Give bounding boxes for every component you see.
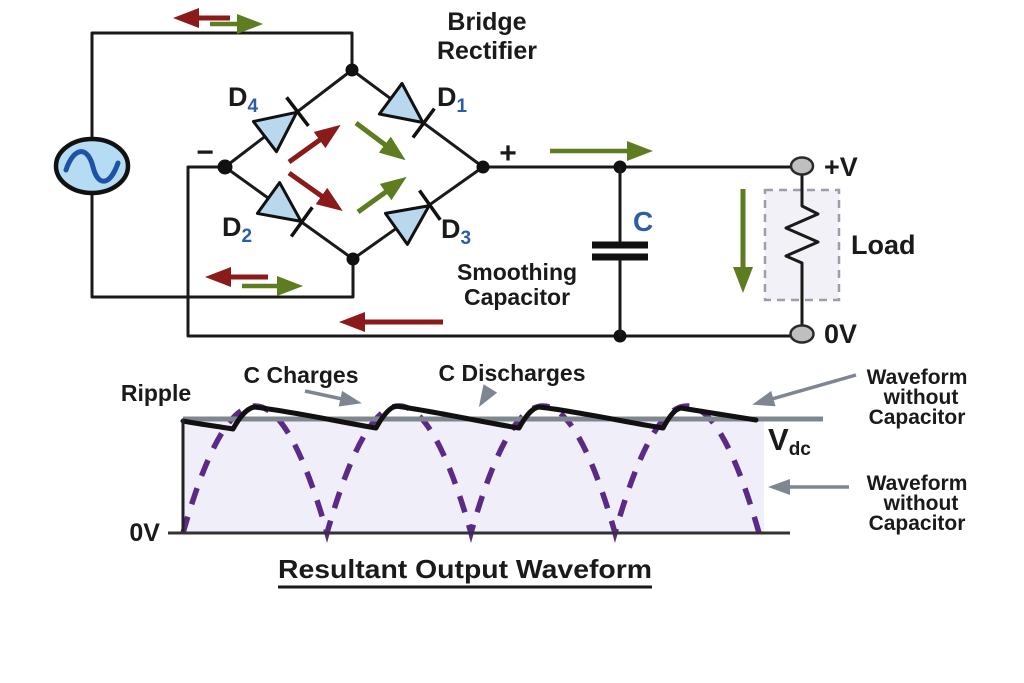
- smoothing-capacitor: [592, 167, 648, 336]
- diode-d3: [383, 189, 442, 246]
- label-capacitor-c: C: [633, 206, 653, 237]
- smoothed-output-curve: [180, 403, 759, 432]
- junction-nodes: [217, 63, 627, 343]
- wires: [90, 31, 791, 338]
- annotation-bottom-line2: without: [883, 492, 959, 515]
- circuit-section: Bridge Rectifier D4 D1 D2 D3 − + C Smoot…: [53, 8, 916, 349]
- top-rail-wire: [90, 31, 354, 140]
- annotation-arrows: [304, 373, 857, 495]
- label-d4: D4: [228, 82, 259, 117]
- label-ripple: Ripple: [121, 380, 191, 406]
- label-minus: −: [196, 136, 214, 169]
- annotation-top-line1: Waveform: [867, 366, 968, 389]
- minus-return-wire: [186, 165, 791, 338]
- annotation-bottom-line3: Capacitor: [869, 512, 966, 535]
- label-waveform-zero-v: 0V: [129, 519, 160, 547]
- annotation-top-line2: without: [883, 386, 959, 409]
- c-discharges-arrow-icon: [478, 384, 498, 408]
- current-arrow-green-diamond-up-icon: [356, 176, 407, 215]
- node-top: [345, 63, 359, 77]
- diode-d2: [255, 181, 314, 238]
- diode-d1: [377, 81, 436, 139]
- waveform-caption: Resultant Output Waveform: [278, 554, 652, 584]
- capacitor-caption-line1: Smoothing: [457, 259, 577, 285]
- current-arrow-red-diamond-down-icon: [287, 170, 343, 212]
- annotation-top-label: Waveform without Capacitor: [867, 366, 968, 429]
- title-line1: Bridge: [447, 8, 526, 36]
- c-charges-arrow-icon: [304, 389, 362, 407]
- terminal-zero-v: [789, 324, 815, 344]
- label-c-charges: C Charges: [243, 362, 358, 388]
- bridge-diodes: [251, 81, 442, 246]
- annotation-bottom-line1: Waveform: [867, 472, 968, 495]
- label-load: Load: [851, 230, 916, 260]
- diode-d4: [251, 96, 310, 154]
- title-line2: Rectifier: [437, 37, 537, 65]
- label-d1: D1: [437, 82, 468, 117]
- capacitor-caption-line2: Capacitor: [464, 284, 570, 310]
- node-left: [217, 159, 233, 175]
- ac-bottom-wire: [90, 192, 355, 299]
- label-plus: +: [499, 137, 517, 170]
- current-arrow-red-diamond-up-icon: [287, 124, 341, 165]
- annotation-top-arrow-icon: [752, 373, 857, 407]
- node-right: [476, 160, 490, 174]
- label-zero-v: 0V: [824, 319, 857, 349]
- label-c-discharges: C Discharges: [438, 360, 585, 386]
- ac-source: [53, 136, 131, 196]
- annotation-bottom-label: Waveform without Capacitor: [867, 472, 968, 535]
- waveform-fill-region: [183, 420, 764, 533]
- load-block: [763, 156, 841, 344]
- terminal-plus-v: [789, 156, 815, 176]
- label-vdc: Vdc: [768, 422, 811, 460]
- label-plus-v: +V: [824, 152, 858, 182]
- sine-wave-icon: [63, 149, 121, 184]
- waveform-section: Ripple C Charges C Discharges 0V Vdc Wav…: [121, 360, 968, 589]
- label-d3: D3: [441, 214, 471, 249]
- annotation-top-line3: Capacitor: [869, 406, 966, 429]
- node-bottom: [346, 252, 360, 266]
- load-resistor-icon: [784, 174, 820, 325]
- current-arrows: [173, 8, 753, 332]
- label-d2: D2: [222, 212, 252, 247]
- current-arrow-green-diamond-down-icon: [354, 121, 406, 161]
